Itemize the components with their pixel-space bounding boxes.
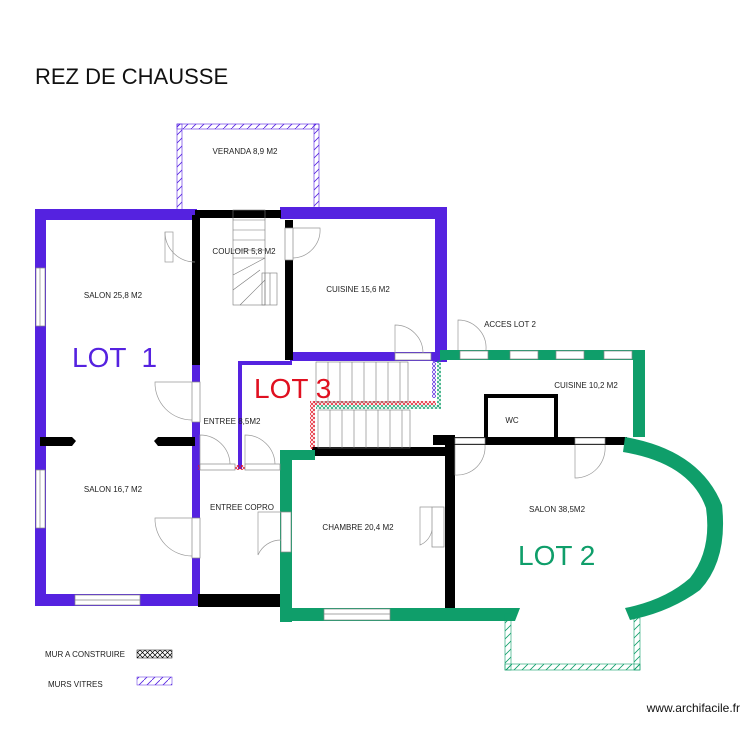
legend-swatch-cross-hatch (136, 649, 173, 659)
plan-title: REZ DE CHAUSSE (35, 64, 228, 89)
lot2-label: LOT 2 (518, 540, 595, 571)
room-label-cuisine-2: CUISINE 10,2 M2 (554, 381, 618, 390)
legend: MUR A CONSTRUIRE MURS VITRES (45, 649, 173, 689)
stairs (232, 209, 411, 449)
room-label-chambre: CHAMBRE 20,4 M2 (322, 523, 394, 532)
room-label-salon-3: SALON 38,5M2 (529, 505, 586, 514)
room-label-cuisine-1: CUISINE 15,6 M2 (326, 285, 390, 294)
windows (35, 227, 633, 621)
walls-to-build (198, 360, 441, 470)
lot3-label: LOT 3 (254, 373, 331, 404)
room-label-entree-copro: ENTREE COPRO (210, 503, 274, 512)
legend-swatch-diagonal-hatch (136, 676, 173, 686)
lot2-walls (280, 350, 724, 622)
room-label-acces-lot2: ACCES LOT 2 (484, 320, 536, 329)
legend-label-murs-vitres: MURS VITRES (48, 680, 103, 689)
room-label-couloir: COULOIR 5,8 M2 (212, 247, 276, 256)
lot1-label: LOT 1 (72, 342, 157, 373)
room-label-salon-1: SALON 25,8 M2 (84, 291, 143, 300)
interior-walls (40, 210, 627, 613)
room-label-wc: WC (505, 416, 519, 425)
legend-label-mur-a-construire: MUR A CONSTRUIRE (45, 650, 125, 659)
bay-glazed-walls (504, 613, 641, 671)
room-label-salon-2: SALON 16,7 M2 (84, 485, 143, 494)
door-swings (154, 227, 606, 557)
room-label-veranda: VERANDA 8,9 M2 (213, 147, 278, 156)
watermark: www.archifacile.fr (646, 701, 740, 715)
room-label-entree: ENTREE 8,5M2 (204, 417, 261, 426)
veranda-walls (176, 123, 320, 211)
